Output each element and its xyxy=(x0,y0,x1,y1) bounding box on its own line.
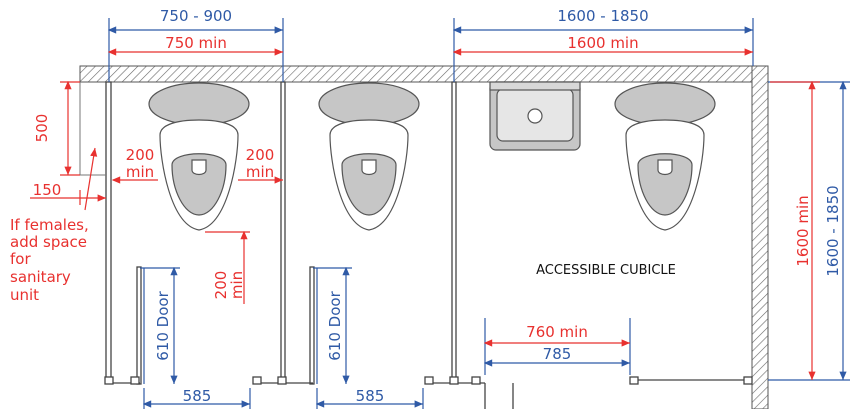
cistern xyxy=(318,82,420,126)
svg-text:sanitary: sanitary xyxy=(10,268,71,286)
dim-door-gap-2: 585 xyxy=(356,387,385,405)
dim-depth-range: 1600 - 1850 xyxy=(824,185,842,276)
svg-text:for: for xyxy=(10,250,31,268)
dim-door-1: 610 Door xyxy=(154,290,172,360)
dim-depth-500: 500 xyxy=(33,114,51,143)
partition-mid xyxy=(280,81,286,383)
dim-front-clear-min: min xyxy=(228,271,246,299)
female-note: If females, add space for sanitary unit xyxy=(10,216,89,304)
walls xyxy=(79,65,769,409)
wash-basin xyxy=(489,81,581,151)
door-leaf-1 xyxy=(136,266,142,385)
dim-door-gap-1: 585 xyxy=(183,387,212,405)
front-panels xyxy=(104,266,753,409)
right-wall xyxy=(751,65,769,409)
partition-right xyxy=(451,81,457,383)
blue-dimensions xyxy=(107,18,850,409)
dim-accessible-door-min: 760 min xyxy=(526,323,588,341)
svg-text:unit: unit xyxy=(10,286,39,304)
top-wall xyxy=(79,65,769,83)
dim-door-2: 610 Door xyxy=(326,290,344,360)
door-leaf-2 xyxy=(309,266,315,385)
dim-accessible-door: 785 xyxy=(543,345,572,363)
toilet-1 xyxy=(148,82,250,231)
dim-cubicle-range: 750 - 900 xyxy=(160,7,232,25)
dim-cubicle-min: 750 min xyxy=(165,34,227,52)
dim-side-left-min: min xyxy=(126,163,154,181)
accessible-cubicle-label: ACCESSIBLE CUBICLE xyxy=(536,263,676,278)
toilet-2 xyxy=(318,82,420,231)
cistern xyxy=(148,82,250,126)
dim-side-right: 200 xyxy=(246,146,275,164)
cistern xyxy=(614,82,716,126)
svg-text:add space: add space xyxy=(10,233,87,251)
toilet-3 xyxy=(614,82,716,231)
dim-accessible-min: 1600 min xyxy=(567,34,638,52)
dim-front-clear: 200 xyxy=(212,271,230,300)
dim-width-150: 150 xyxy=(33,181,62,199)
dim-accessible-range: 1600 - 1850 xyxy=(557,7,648,25)
dim-depth-min: 1600 min xyxy=(794,195,812,266)
dim-side-left: 200 xyxy=(126,146,155,164)
red-dimensions xyxy=(30,48,820,380)
svg-text:If females,: If females, xyxy=(10,216,89,234)
partition-left xyxy=(105,81,112,383)
dim-side-right-min: min xyxy=(246,163,274,181)
